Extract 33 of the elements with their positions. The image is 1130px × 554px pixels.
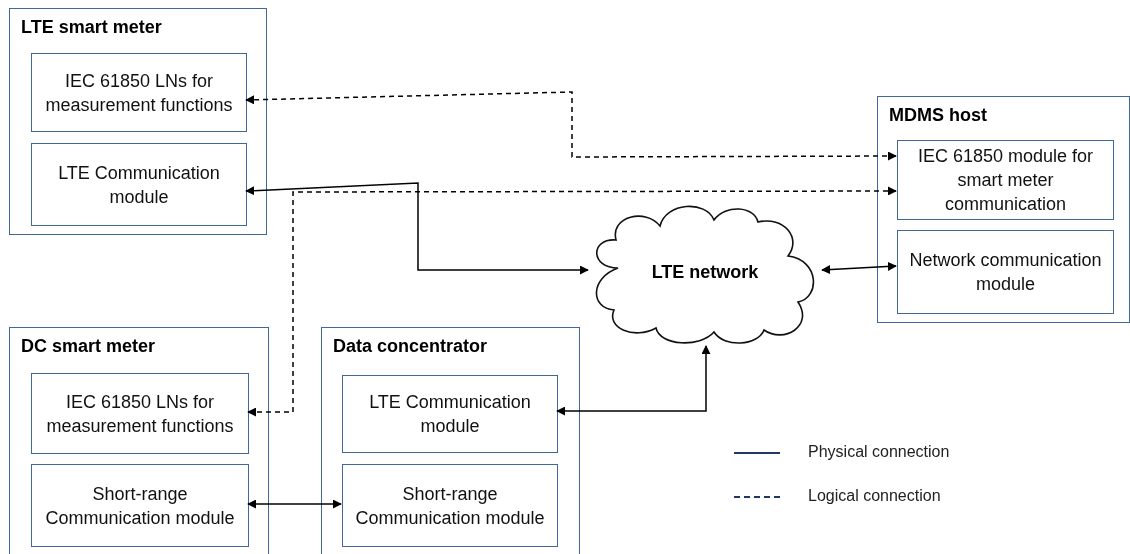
panel-title: LTE smart meter — [21, 17, 162, 38]
module-box — [31, 143, 247, 226]
module-label: Short-range Communication module — [354, 482, 546, 530]
connector-arrow — [247, 186, 897, 417]
module-label: IEC 61850 LNs for measurement functions — [44, 69, 234, 117]
module-box — [897, 230, 1114, 314]
module-box — [897, 140, 1114, 220]
module-label: Network communication module — [908, 249, 1103, 296]
module-box — [31, 53, 247, 132]
module-label: Short-range Communication module — [44, 482, 236, 530]
device-panel — [9, 327, 269, 554]
module-box — [342, 464, 558, 547]
module-label: IEC 61850 LNs for measurement functions — [45, 390, 235, 438]
legend-label: Logical connection — [808, 487, 941, 505]
device-panel — [877, 96, 1130, 323]
network-label: LTE network — [651, 261, 759, 283]
connector-arrow — [556, 345, 711, 416]
connector-arrow — [821, 261, 897, 275]
connector-arrow — [247, 499, 342, 509]
panel-title: DC smart meter — [21, 336, 156, 357]
module-label: LTE Communication module — [57, 161, 221, 209]
connector-arrow — [245, 91, 897, 161]
panel-title: Data concentrator — [333, 336, 488, 357]
module-label: IEC 61850 module for smart meter communication — [916, 145, 1095, 216]
device-panel — [321, 327, 580, 554]
device-panel — [9, 8, 267, 235]
panel-title: MDMS host — [889, 105, 987, 126]
connector-arrow — [245, 182, 589, 275]
module-box — [31, 373, 249, 454]
module-label: LTE Communication module — [368, 391, 532, 438]
module-box — [31, 464, 249, 547]
legend-label: Physical connection — [808, 443, 950, 461]
module-box — [342, 375, 558, 453]
